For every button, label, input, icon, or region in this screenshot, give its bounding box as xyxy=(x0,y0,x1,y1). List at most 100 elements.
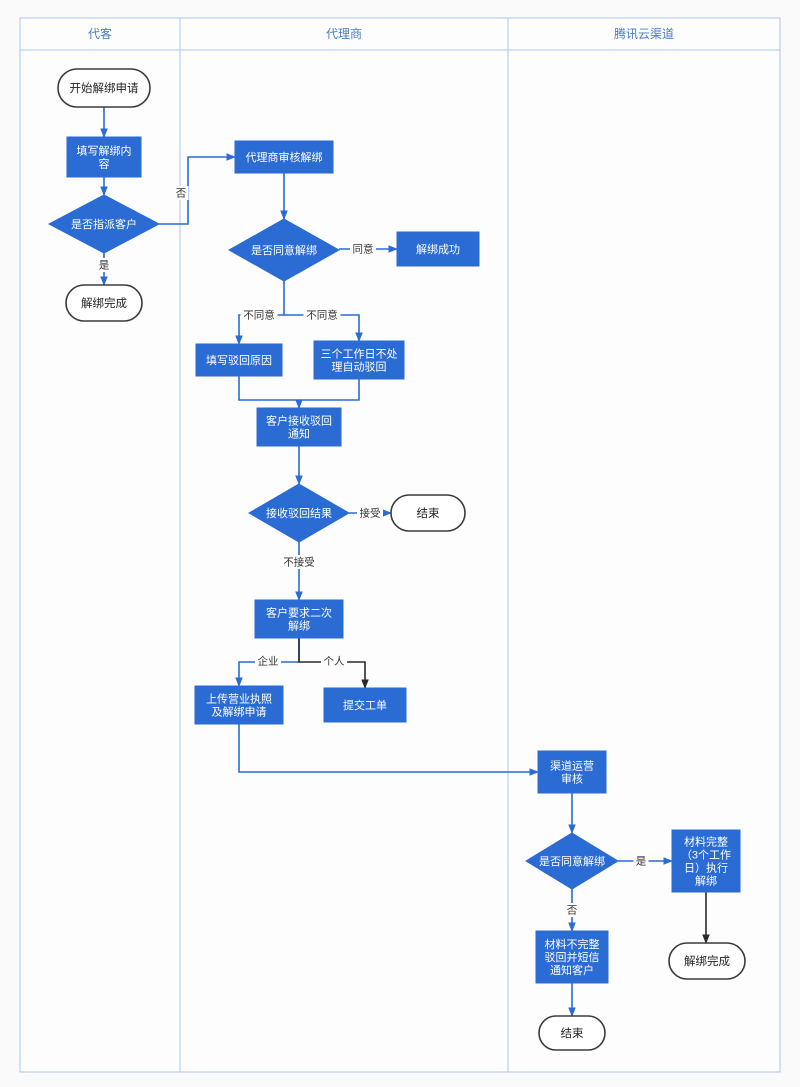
process-box-n-fill-content[interactable] xyxy=(66,136,142,178)
edge-label-bg-e-second-enterprise xyxy=(255,654,281,668)
node-label-n-agree-unbind-0: 是否同意解绑 xyxy=(251,243,317,257)
node-label-n-material-complete-3: 解绑 xyxy=(695,874,717,888)
node-label-n-channel-review-1: 审核 xyxy=(561,772,583,786)
edge-label-e-assign-yes: 是 xyxy=(99,259,110,271)
edge-label-e-second-enterprise: 企业 xyxy=(258,654,279,667)
node-label-n-second-unbind-0: 客户要求二次 xyxy=(266,606,332,620)
node-label-n-agent-review-0: 代理商审核解绑 xyxy=(246,150,323,164)
node-label-n-start-0: 开始解绑申请 xyxy=(70,81,139,95)
node-label-n-second-unbind-1: 解绑 xyxy=(288,619,310,633)
edge-label-bg-e-assign-no xyxy=(173,186,189,200)
node-n-start[interactable]: 开始解绑申请 xyxy=(57,68,151,108)
process-box-n-channel-review[interactable] xyxy=(537,750,607,794)
edge-label-bg-e-agree-no-1 xyxy=(240,308,278,322)
node-label-n-auto-reject-0: 三个工作日不处 xyxy=(321,348,398,361)
edge-label-e-second-personal: 个人 xyxy=(324,655,345,667)
edge-label-e-agree-yes: 同意 xyxy=(353,242,374,255)
node-label-n-material-incomplete-0: 材料不完整 xyxy=(545,937,600,951)
node-n-agent-review[interactable]: 代理商审核解绑 xyxy=(234,140,334,174)
edge-e-upload-channel xyxy=(238,724,539,776)
node-label-n-channel-review-0: 渠道运营 xyxy=(550,759,594,773)
edge-label-e-assign-no: 否 xyxy=(176,187,187,199)
decision-shape-n-agree-unbind[interactable] xyxy=(227,218,341,282)
process-box-n-second-unbind[interactable] xyxy=(254,599,344,639)
decision-shape-n-receive-result[interactable] xyxy=(248,483,350,543)
node-label-n-customer-notice-1: 通知 xyxy=(288,427,310,441)
lane-title-2: 腾讯云渠道 xyxy=(614,26,674,41)
edges-layer xyxy=(100,107,710,1017)
node-label-n-assign-customer-0: 是否指派客户 xyxy=(71,217,137,231)
edge-label-bg-e-agree2-yes xyxy=(633,854,649,868)
node-label-n-material-incomplete-2: 通知客户 xyxy=(550,963,594,977)
lane-body-box-1 xyxy=(179,49,509,1073)
terminal-box-n-unbind-done-right[interactable] xyxy=(668,942,746,980)
swimlane-代理商: 代理商 xyxy=(179,17,509,1073)
node-n-end-agent[interactable]: 结束 xyxy=(390,494,466,532)
edge-labels-layer: 是否同意不同意不同意接受不接受企业个人是否 xyxy=(96,186,649,917)
terminal-box-n-start[interactable] xyxy=(57,68,151,108)
node-n-receive-result[interactable]: 接收驳回结果 xyxy=(248,483,350,543)
node-label-n-upload-license-1: 及解绑申请 xyxy=(212,705,267,719)
node-n-unbind-done-left[interactable]: 解绑完成 xyxy=(65,284,143,322)
edge-label-e-agree2-yes: 是 xyxy=(636,855,647,867)
node-label-n-unbind-done-right-0: 解绑完成 xyxy=(684,954,730,968)
edge-e-reject-notice xyxy=(238,376,303,409)
process-box-n-unbind-success[interactable] xyxy=(396,231,480,267)
node-n-assign-customer[interactable]: 是否指派客户 xyxy=(47,194,161,254)
swimlane-腾讯云渠道: 腾讯云渠道 xyxy=(507,17,781,1073)
node-label-n-submit-ticket-0: 提交工单 xyxy=(343,698,387,712)
edge-label-e-agree-no-1: 不同意 xyxy=(243,308,275,321)
process-box-n-auto-reject[interactable] xyxy=(313,340,405,380)
terminal-box-n-unbind-done-left[interactable] xyxy=(65,284,143,322)
edge-label-bg-e-assign-yes xyxy=(96,258,112,272)
node-label-n-upload-license-0: 上传营业执照 xyxy=(206,692,272,706)
node-n-agree-unbind-2[interactable]: 是否同意解绑 xyxy=(525,832,619,890)
node-label-n-auto-reject-1: 理自动驳回 xyxy=(332,361,387,374)
edge-label-bg-e-result-accept xyxy=(357,506,383,520)
node-n-end-tencent[interactable]: 结束 xyxy=(538,1015,606,1051)
terminal-box-n-end-tencent[interactable] xyxy=(538,1015,606,1051)
lane-body-box-2 xyxy=(507,49,781,1073)
edge-label-e-result-accept: 接受 xyxy=(360,506,381,519)
decision-shape-n-assign-customer[interactable] xyxy=(47,194,161,254)
process-box-n-material-complete[interactable] xyxy=(671,829,741,893)
process-box-n-submit-ticket[interactable] xyxy=(323,687,407,723)
node-n-submit-ticket[interactable]: 提交工单 xyxy=(323,687,407,723)
process-box-n-upload-license[interactable] xyxy=(194,685,284,725)
node-label-n-material-complete-1: （3个工作 xyxy=(681,849,731,862)
nodes-layer: 开始解绑申请填写解绑内容是否指派客户解绑完成代理商审核解绑是否同意解绑解绑成功填… xyxy=(47,68,746,1051)
node-n-agree-unbind[interactable]: 是否同意解绑 xyxy=(227,218,341,282)
process-box-n-reject-reason[interactable] xyxy=(195,343,283,377)
node-label-n-material-incomplete-1: 驳回并短信 xyxy=(545,950,600,964)
node-label-n-reject-reason-0: 填写驳回原因 xyxy=(206,353,272,367)
lane-header-box-2 xyxy=(507,17,781,51)
node-label-n-end-agent-0: 结束 xyxy=(417,507,440,520)
node-n-reject-reason[interactable]: 填写驳回原因 xyxy=(195,343,283,377)
process-box-n-agent-review[interactable] xyxy=(234,140,334,174)
edge-label-bg-e-agree2-no xyxy=(564,903,580,917)
node-label-n-unbind-done-left-0: 解绑完成 xyxy=(81,296,127,310)
edge-label-bg-e-agree-yes xyxy=(350,242,376,256)
decision-shape-n-agree-unbind-2[interactable] xyxy=(525,832,619,890)
node-label-n-customer-notice-0: 客户接收驳回 xyxy=(266,414,332,428)
process-box-n-customer-notice[interactable] xyxy=(256,407,342,447)
lane-header-box-0 xyxy=(19,17,181,51)
lane-title-1: 代理商 xyxy=(326,26,362,41)
terminal-box-n-end-agent[interactable] xyxy=(390,494,466,532)
node-n-unbind-success[interactable]: 解绑成功 xyxy=(396,231,480,267)
node-label-n-end-tencent-0: 结束 xyxy=(561,1027,584,1040)
edge-label-bg-e-result-reject xyxy=(280,555,318,569)
edge-e-auto-notice xyxy=(299,379,360,401)
node-n-unbind-done-right[interactable]: 解绑完成 xyxy=(668,942,746,980)
process-box-n-material-incomplete[interactable] xyxy=(535,930,609,984)
